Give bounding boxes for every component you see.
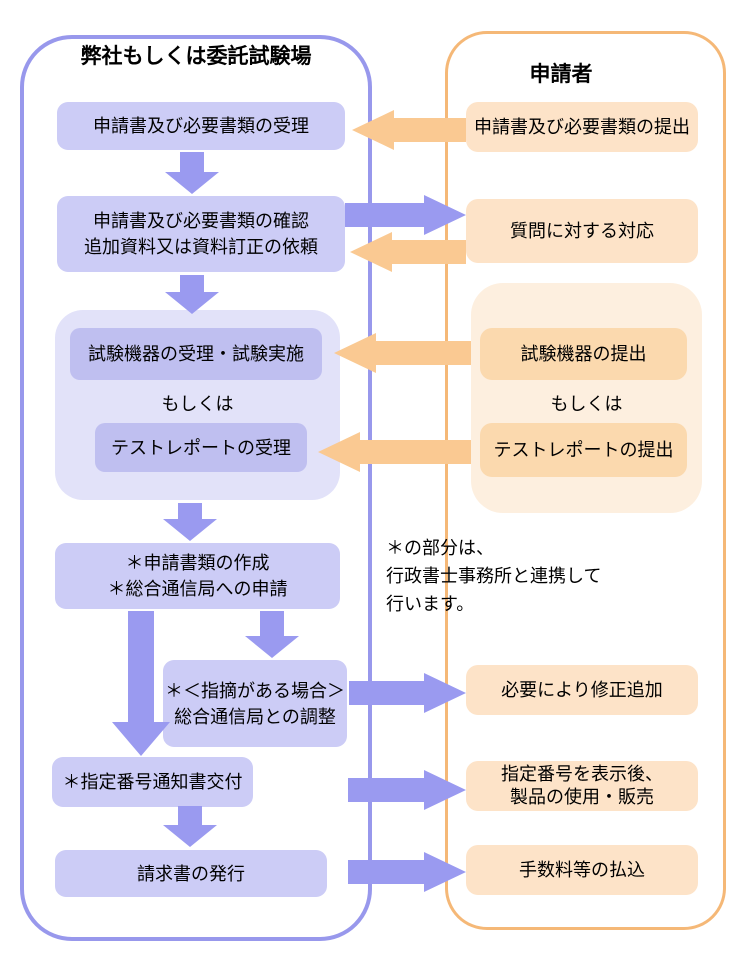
box-revision-addition: 必要により修正追加 — [466, 665, 698, 715]
box-documents-receipt-label: 申請書及び必要書類の受理 — [93, 116, 309, 136]
arrow-questions-to-confirm — [350, 232, 466, 272]
box-testreport-submit-label: テストレポートの提出 — [493, 440, 674, 460]
box-product-use: 指定番号を表示後、 製品の使用・販売 — [466, 761, 698, 811]
box-documents-submit-label: 申請書及び必要書類の提出 — [474, 117, 690, 137]
box-bureau-adjustment: ＊＜指摘がある場合＞ 総合通信局との調整 — [163, 660, 347, 747]
box-questions-response-label: 質問に対する対応 — [510, 221, 654, 241]
box-create-application-line2: ＊総合通信局への申請 — [107, 579, 288, 599]
note-line3: 行います。 — [386, 594, 475, 614]
box-documents-confirm: 申請書及び必要書類の確認 追加資料又は資料訂正の依頼 — [57, 196, 345, 272]
arrow-notice-to-product-use — [348, 770, 466, 810]
left-panel-title: 弊社もしくは委託試験場 — [80, 45, 312, 68]
or-label-left: もしくは — [161, 394, 234, 414]
box-create-application: ＊申請書類の作成 ＊総合通信局への申請 — [55, 543, 340, 609]
right-panel-container — [445, 31, 726, 930]
box-testreport-submit: テストレポートの提出 — [480, 423, 687, 477]
box-fee-payment-label: 手数料等の払込 — [519, 860, 645, 880]
box-equipment-submit: 試験機器の提出 — [480, 328, 687, 380]
arrow-submit-to-receipt — [352, 110, 466, 150]
arrow-receipt-to-confirm — [165, 152, 219, 194]
arrow-confirm-to-test — [165, 275, 219, 314]
box-product-use-line1: 指定番号を表示後、 — [501, 764, 663, 784]
arrow-create-to-notice — [112, 611, 170, 756]
box-testreport-receipt-label: テストレポートの受理 — [111, 437, 291, 458]
box-bureau-adjustment-line1: ＊＜指摘がある場合＞ — [165, 680, 345, 701]
arrow-invoice-to-payment — [348, 852, 466, 892]
box-questions-response: 質問に対する対応 — [466, 199, 698, 263]
note-line1: ＊の部分は、 — [386, 538, 494, 558]
box-invoice-issue: 請求書の発行 — [55, 850, 327, 897]
arrow-testreport-submit-to-receipt — [318, 432, 471, 472]
box-designation-notice: ＊指定番号通知書交付 — [52, 757, 253, 807]
note-line2: 行政書士事務所と連携して — [386, 566, 602, 586]
box-invoice-issue-label: 請求書の発行 — [137, 863, 245, 884]
arrow-adjust-to-revision — [349, 673, 466, 713]
box-documents-submit: 申請書及び必要書類の提出 — [466, 102, 698, 152]
box-documents-receipt: 申請書及び必要書類の受理 — [57, 102, 345, 150]
box-equipment-receipt: 試験機器の受理・試験実施 — [70, 328, 322, 380]
box-testreport-receipt: テストレポートの受理 — [95, 423, 307, 472]
box-documents-confirm-line2: 追加資料又は資料訂正の依頼 — [84, 237, 318, 257]
box-fee-payment: 手数料等の払込 — [466, 845, 698, 895]
box-equipment-receipt-label: 試験機器の受理・試験実施 — [88, 344, 304, 364]
note-asterisk: ＊の部分は、 行政書士事務所と連携して 行います。 — [386, 534, 601, 618]
left-panel-container — [20, 35, 372, 941]
box-documents-confirm-line1: 申請書及び必要書類の確認 — [93, 211, 309, 231]
arrow-confirm-to-questions — [345, 195, 466, 235]
arrow-create-to-adjust — [245, 611, 299, 658]
box-equipment-submit-label: 試験機器の提出 — [520, 344, 647, 364]
or-label-right: もしくは — [550, 394, 623, 414]
right-panel-title: 申請者 — [529, 63, 593, 86]
box-revision-addition-label: 必要により修正追加 — [501, 680, 663, 700]
arrow-notice-to-invoice — [163, 806, 217, 847]
arrow-test-to-create — [163, 503, 217, 541]
box-designation-notice-label: ＊指定番号通知書交付 — [62, 772, 243, 792]
box-bureau-adjustment-line2: 総合通信局との調整 — [174, 706, 336, 727]
arrow-equipment-submit-to-receipt — [334, 333, 471, 373]
box-product-use-line2: 製品の使用・販売 — [510, 787, 654, 807]
box-create-application-line1: ＊申請書類の作成 — [125, 553, 270, 573]
